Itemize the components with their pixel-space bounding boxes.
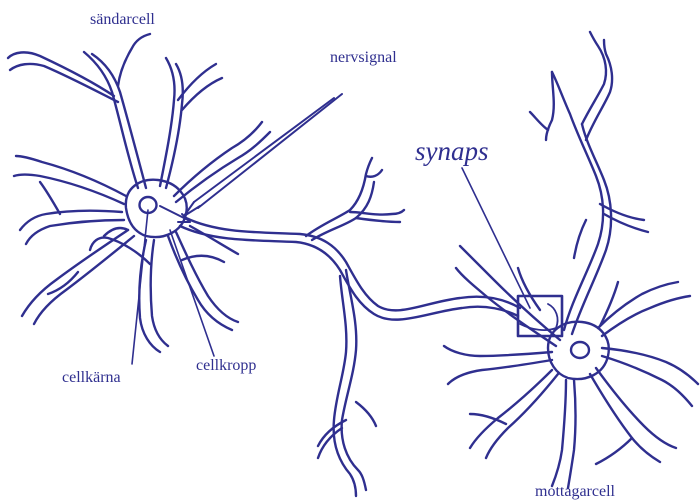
synapse-label: synaps — [415, 138, 489, 165]
sender-neuron — [8, 34, 520, 496]
nerve-signal-label: nervsignal — [330, 50, 397, 66]
cell-body-label: cellkropp — [196, 358, 256, 374]
receiver-cell-label: mottagarcell — [535, 484, 615, 500]
receiver-nucleus — [571, 342, 589, 358]
nucleus-label: cellkärna — [62, 370, 121, 386]
receiver-cell-body — [548, 322, 609, 379]
axon — [180, 158, 520, 496]
receiver-neuron — [444, 32, 698, 488]
sender-cell-label: sändarcell — [90, 12, 155, 28]
